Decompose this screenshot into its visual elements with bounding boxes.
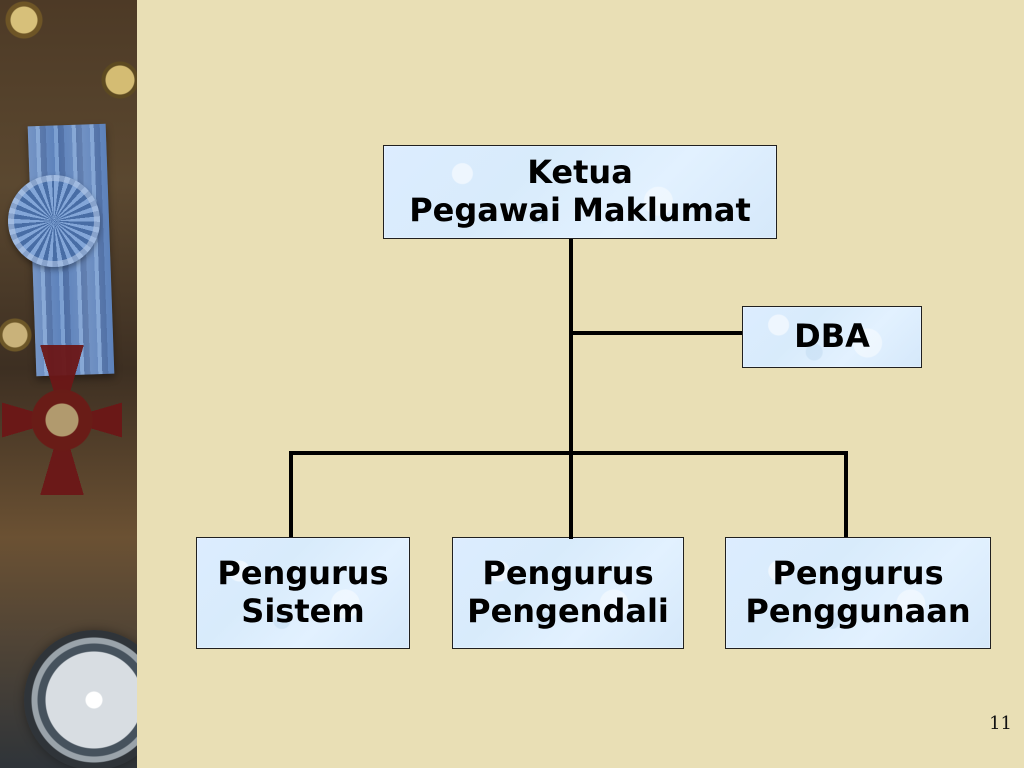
top-box-ketua-pegawai-maklumat: Ketua Pegawai Maklumat <box>383 145 777 239</box>
connector-to-dba <box>571 331 742 335</box>
bottom-box-label: Pengurus Sistem <box>217 554 389 630</box>
page-number: 11 <box>989 713 1012 734</box>
connector-right-vertical <box>844 451 848 537</box>
compass-icon <box>24 630 137 768</box>
bottom-box-pengurus-penggunaan: Pengurus Penggunaan <box>725 537 991 649</box>
connector-main-vertical <box>569 239 573 539</box>
connector-bottom-horizontal <box>289 451 848 455</box>
bottom-box-pengurus-pengendali: Pengurus Pengendali <box>452 537 684 649</box>
bottom-box-label: Pengurus Pengendali <box>467 554 669 630</box>
side-box-label: DBA <box>794 317 870 356</box>
medal-ribbon-rosette-icon <box>8 175 100 267</box>
top-box-label: Ketua Pegawai Maklumat <box>409 153 751 229</box>
decorative-side-image <box>0 0 137 768</box>
bottom-box-pengurus-sistem: Pengurus Sistem <box>196 537 410 649</box>
bottom-box-label: Pengurus Penggunaan <box>745 554 971 630</box>
side-box-dba: DBA <box>742 306 922 368</box>
connector-left-vertical <box>289 451 293 537</box>
